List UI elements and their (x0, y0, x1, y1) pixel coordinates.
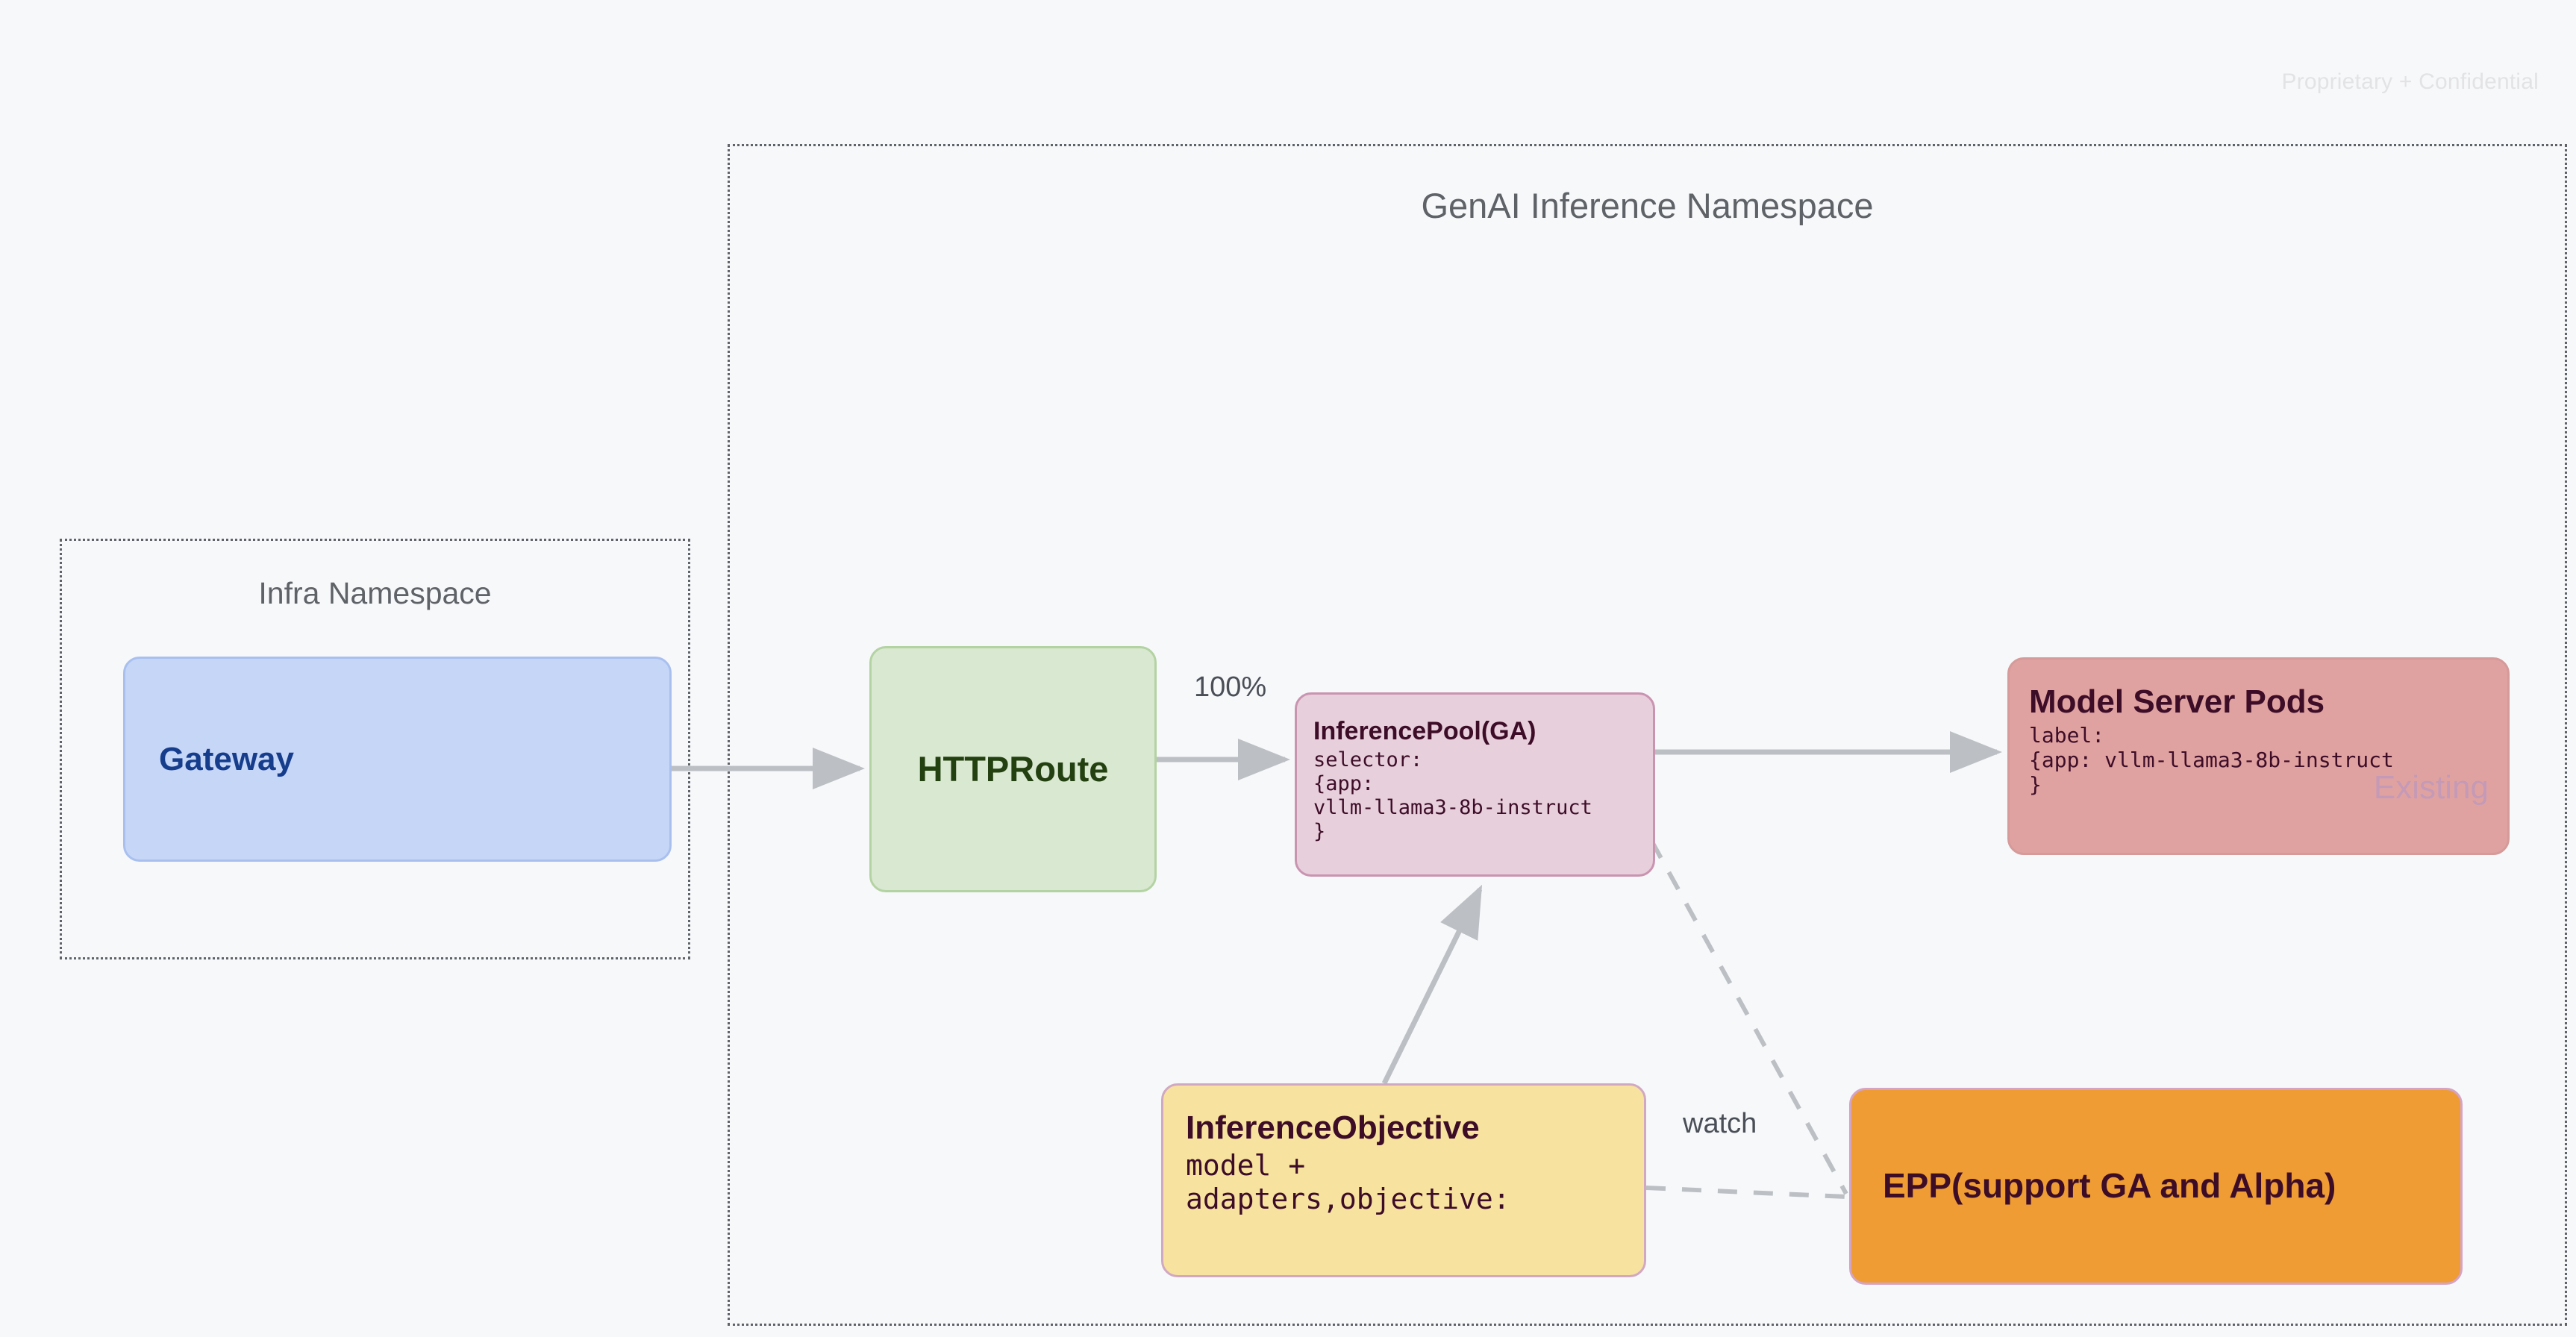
node-gateway[interactable]: Gateway (123, 657, 672, 862)
node-inferencepool-title: InferencePool(GA) (1313, 717, 1536, 745)
node-inference-objective-title: InferenceObjective (1186, 1109, 1480, 1146)
confidentiality-watermark: Proprietary + Confidential (2281, 69, 2539, 94)
node-model-server-pods-body: label: {app: vllm-llama3-8b-instruct } (2029, 723, 2394, 798)
node-model-server-pods-status-badge: Existing (2373, 769, 2489, 806)
node-inference-objective[interactable]: InferenceObjective model + adapters,obje… (1161, 1083, 1646, 1277)
node-httproute[interactable]: HTTPRoute (869, 646, 1157, 892)
node-inferencepool-body: selector: {app: vllm-llama3-8b-instruct … (1313, 748, 1592, 843)
namespace-infra: Infra Namespace (60, 539, 690, 959)
namespace-infra-title: Infra Namespace (258, 576, 492, 610)
namespace-genai-inference: GenAI Inference Namespace (728, 144, 2567, 1326)
edge-label-traffic-weight: 100% (1194, 671, 1267, 703)
node-epp[interactable]: EPP(support GA and Alpha) (1849, 1088, 2463, 1285)
node-model-server-pods-title: Model Server Pods (2029, 683, 2325, 720)
namespace-genai-inference-title: GenAI Inference Namespace (1421, 186, 1874, 225)
node-gateway-title: Gateway (159, 740, 294, 777)
node-httproute-title: HTTPRoute (917, 748, 1109, 789)
node-inferencepool[interactable]: InferencePool(GA) selector: {app: vllm-l… (1295, 692, 1655, 877)
node-inference-objective-body: model + adapters,objective: (1186, 1149, 1510, 1216)
node-epp-title: EPP(support GA and Alpha) (1883, 1166, 2336, 1206)
node-model-server-pods[interactable]: Model Server Pods label: {app: vllm-llam… (2007, 657, 2510, 855)
edge-label-watch: watch (1683, 1108, 1757, 1139)
